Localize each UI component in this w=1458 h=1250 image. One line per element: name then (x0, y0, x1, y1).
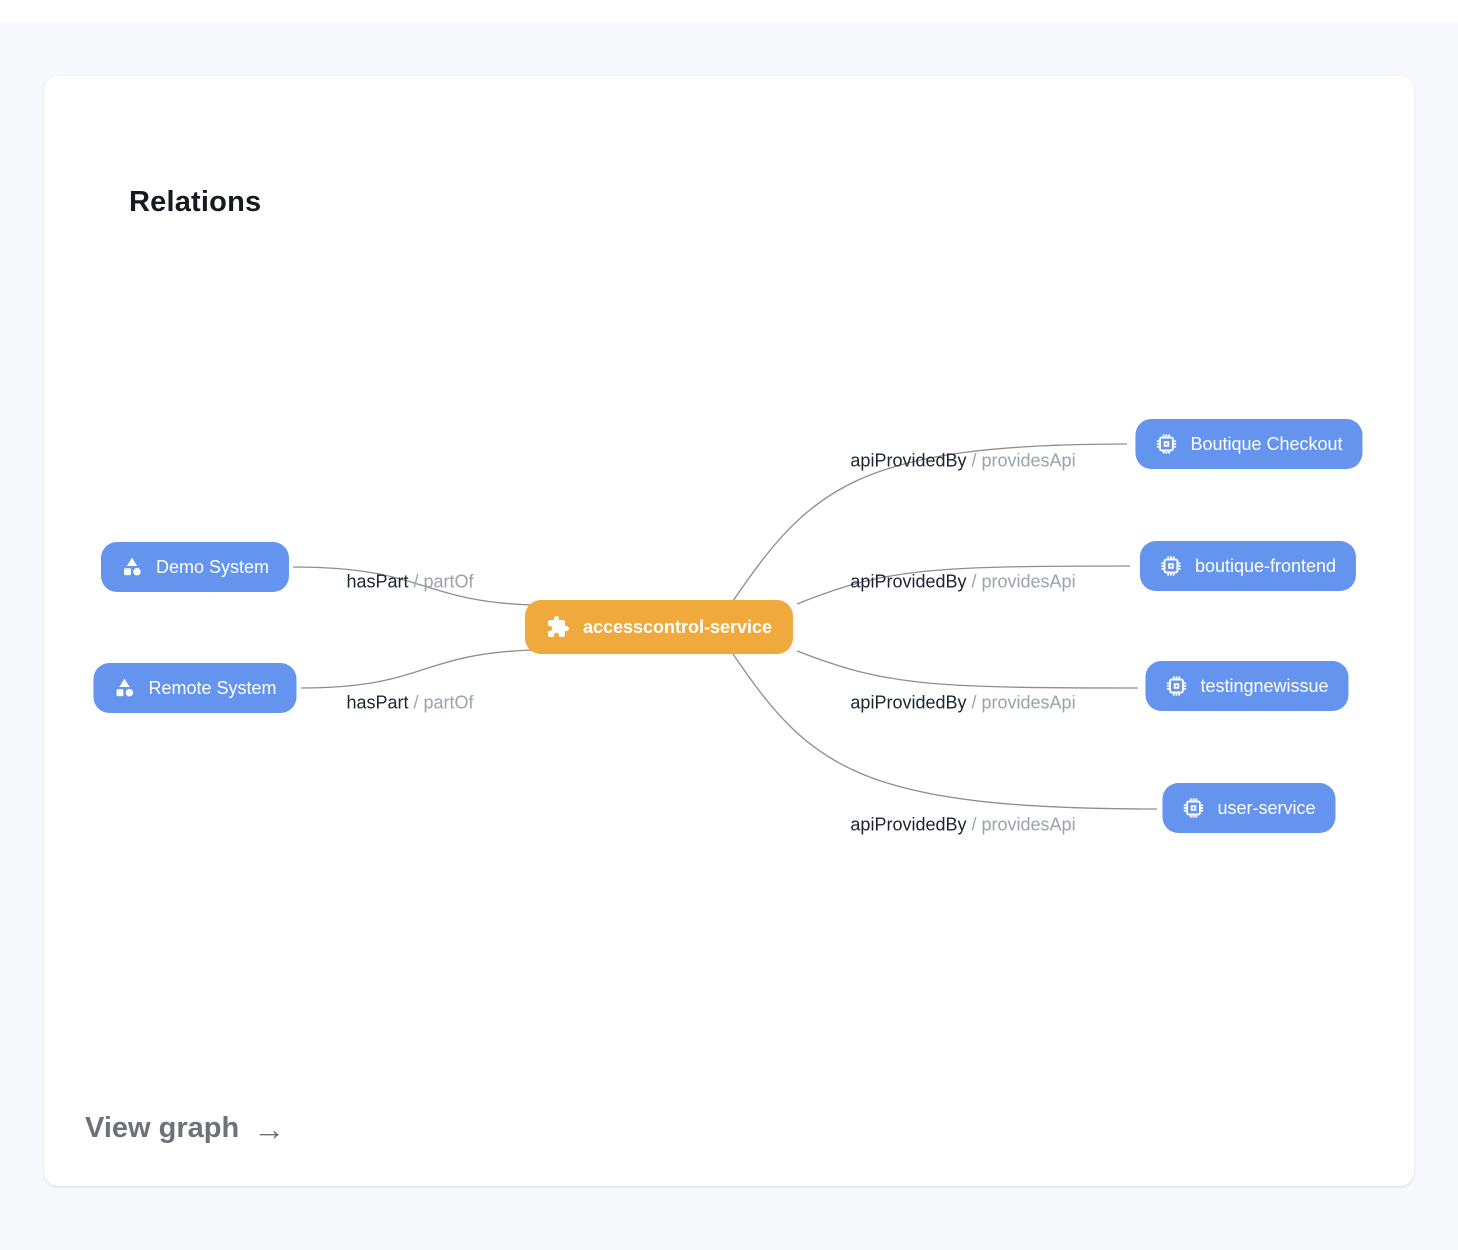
chip-icon (1160, 555, 1182, 577)
puzzle-icon (546, 615, 570, 639)
relation-label: apiProvidedBy / providesApi (850, 692, 1076, 713)
relation-inverse-name: partOf (423, 692, 474, 713)
entity-node-boutique-frontend[interactable]: boutique-frontend (1139, 541, 1357, 591)
relation-inverse-name: providesApi (981, 571, 1076, 592)
entity-node-demo-system[interactable]: Demo System (100, 542, 290, 592)
relation-edge (732, 653, 1158, 810)
entity-node-label: Remote System (148, 677, 277, 698)
chip-icon (1165, 675, 1187, 697)
entity-node-label: Demo System (155, 556, 270, 577)
relation-edge (300, 649, 533, 689)
relation-name: apiProvidedBy (850, 692, 967, 713)
relation-inverse-name: partOf (423, 571, 474, 592)
entity-node-testingnewissue[interactable]: testingnewissue (1145, 661, 1349, 711)
relation-inverse-name: providesApi (981, 814, 1076, 835)
relation-inverse-name: providesApi (981, 692, 1076, 713)
entity-node-boutique-checkout[interactable]: Boutique Checkout (1135, 419, 1363, 469)
entity-node-user-service[interactable]: user-service (1162, 783, 1336, 833)
system-shapes-icon (113, 677, 135, 699)
entity-node-label: testingnewissue (1200, 675, 1329, 696)
relation-name: apiProvidedBy (850, 571, 967, 592)
card-title: Relations (129, 186, 262, 218)
entity-node-label: boutique-frontend (1194, 555, 1337, 576)
arrow-right-icon: → (253, 1110, 286, 1147)
chip-icon (1182, 797, 1204, 819)
entity-node-accesscontrol-service[interactable]: accesscontrol-service (524, 600, 794, 654)
relation-edge (796, 650, 1139, 689)
relation-label: apiProvidedBy / providesApi (850, 450, 1076, 471)
view-graph-label: View graph (85, 1112, 240, 1144)
relation-name: apiProvidedBy (850, 450, 967, 471)
relation-name: apiProvidedBy (850, 814, 967, 835)
entity-node-remote-system[interactable]: Remote System (93, 663, 297, 713)
view-graph-link[interactable]: View graph → (85, 1112, 285, 1145)
relation-label: hasPart / partOf (346, 692, 474, 713)
system-shapes-icon (121, 556, 143, 578)
relation-inverse-name: providesApi (981, 450, 1076, 471)
entity-node-label: user-service (1217, 797, 1316, 818)
entity-node-label: accesscontrol-service (582, 616, 773, 637)
relation-label: apiProvidedBy / providesApi (850, 814, 1076, 835)
relation-label: apiProvidedBy / providesApi (850, 571, 1076, 592)
entity-node-label: Boutique Checkout (1190, 433, 1343, 454)
relation-name: hasPart (346, 692, 409, 713)
relation-label: hasPart / partOf (346, 571, 474, 592)
relation-name: hasPart (346, 571, 409, 592)
chip-icon (1155, 433, 1177, 455)
